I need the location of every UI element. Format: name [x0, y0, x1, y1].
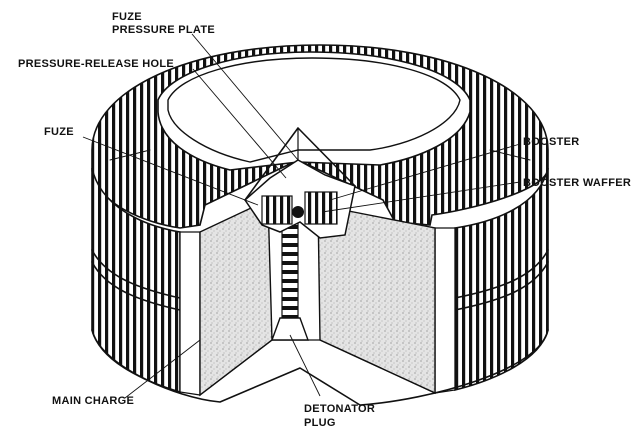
base [91, 329, 549, 406]
central-column [281, 214, 299, 336]
label-booster: BOOSTER [523, 136, 580, 148]
label-main-charge: MAIN CHARGE [52, 395, 134, 407]
label-booster-waffer: BOOSTER WAFFER [523, 177, 631, 189]
label-fuze-pressure-plate-line1: FUZE [112, 11, 142, 23]
label-detonator-plug-line2: PLUG [304, 417, 336, 429]
booster [304, 191, 338, 225]
booster-waffer [261, 195, 293, 225]
label-detonator-plug-line1: DETONATOR [304, 403, 375, 415]
leader-lines [82, 33, 521, 399]
detonator-plug [271, 317, 309, 341]
label-fuze: FUZE [44, 126, 74, 138]
pressure-plate-disc [167, 57, 461, 163]
main-charge-left [199, 198, 273, 397]
mine-body [91, 44, 549, 406]
label-pressure-release-hole: PRESSURE-RELEASE HOLE [18, 58, 174, 70]
fuze-center [292, 206, 304, 218]
labels: FUZE PRESSURE PLATE PRESSURE-RELEASE HOL… [18, 11, 631, 429]
label-fuze-pressure-plate-line2: PRESSURE PLATE [112, 24, 215, 36]
